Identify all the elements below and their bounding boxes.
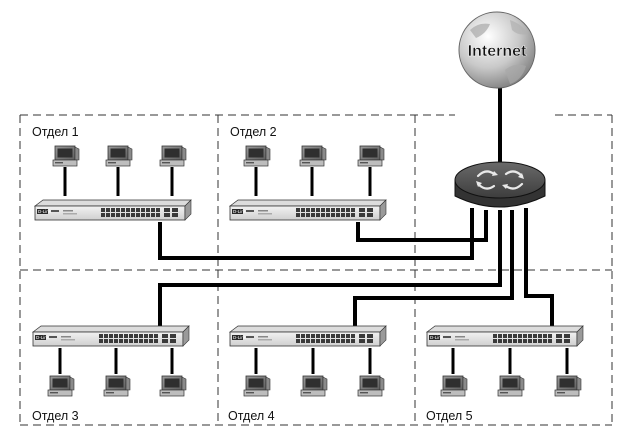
switch-brand-label: D-Link [36,335,50,340]
pc-icon [357,145,385,167]
internet-globe-icon: Internet [458,11,536,89]
pc-icon [497,375,525,397]
pc-icon [243,145,271,167]
pc-icon [159,145,187,167]
department-4-label: Отдел 4 [228,409,275,423]
department-1: D-Link [34,145,192,221]
department-3-label: Отдел 3 [32,409,79,423]
cable-switch-1 [158,208,474,260]
switch-brand-label: D-Link [233,209,247,214]
switch-brand-label: D-Link [38,209,52,214]
department-4: D-Link [229,325,387,397]
cable-switch-4 [353,210,514,328]
network-cables [158,88,554,328]
department-5-label: Отдел 5 [426,409,473,423]
pc-icon [440,375,468,397]
department-3: D-Link [32,325,190,397]
cable-switch-5 [524,208,554,328]
department-1-label: Отдел 1 [32,125,79,139]
department-2-label: Отдел 2 [230,125,277,139]
switch-icon [32,325,190,347]
router-icon [454,161,546,208]
switch-icon [426,325,584,347]
pc-icon [159,375,187,397]
pc-icon [300,375,328,397]
department-5: D-Link [426,325,584,397]
cable-switch-3 [158,210,502,328]
pc-icon [103,375,131,397]
pc-icon [47,375,75,397]
pc-icon [357,375,385,397]
switch-brand-label: D-Link [233,335,247,340]
switch-icon [229,199,387,221]
switch-brand-label: D-Link [430,335,444,340]
pc-cables [58,167,569,374]
cable-switch-2 [356,210,488,242]
switch-icon [34,199,192,221]
department-2: D-Link [229,145,387,221]
pc-icon [299,145,327,167]
pc-icon [52,145,80,167]
switch-icon [229,325,387,347]
department-boundaries [19,114,613,426]
internet-label: Internet [468,43,527,60]
pc-icon [554,375,582,397]
pc-icon [243,375,271,397]
pc-icon [105,145,133,167]
